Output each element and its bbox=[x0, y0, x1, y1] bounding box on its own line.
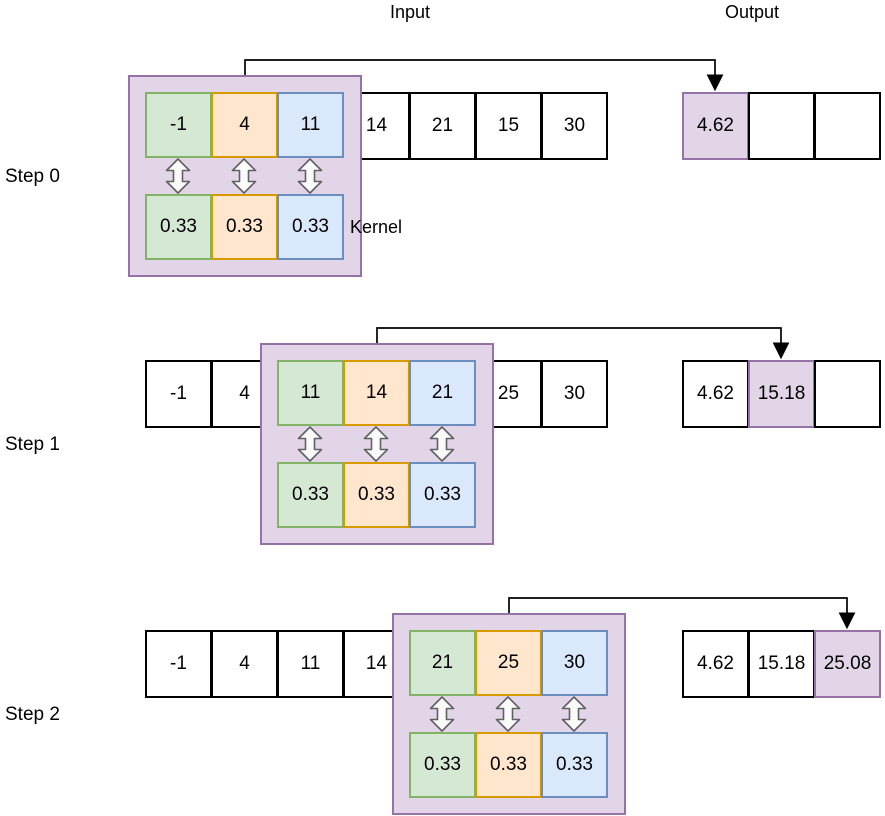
double-arrow-icon bbox=[429, 426, 455, 462]
output-cell: 4.62 bbox=[682, 92, 749, 160]
output-column-label: Output bbox=[724, 2, 780, 22]
kernel-window: 21 25 30 0.33 0.33 0.33 bbox=[392, 613, 626, 815]
kernel-cell: 0.33 bbox=[409, 462, 476, 528]
kernel-window: -1 4 11 0.33 0.33 0.33 bbox=[128, 75, 362, 277]
output-cell: 4.62 bbox=[682, 630, 749, 698]
window-input-cell: 11 bbox=[277, 360, 344, 426]
window-input-cell: 14 bbox=[343, 360, 410, 426]
window-input-cell: 21 bbox=[409, 360, 476, 426]
window-input-cell: 21 bbox=[409, 630, 476, 696]
kernel-cell: 0.33 bbox=[277, 194, 344, 260]
window-input-cell: 25 bbox=[475, 630, 542, 696]
double-arrow-icon bbox=[231, 158, 257, 194]
input-cell: 21 bbox=[409, 92, 476, 160]
input-column-label: Input bbox=[389, 2, 431, 22]
window-input-cell: -1 bbox=[145, 92, 212, 158]
kernel-cell: 0.33 bbox=[145, 194, 212, 260]
double-arrow-icon bbox=[297, 158, 323, 194]
double-arrow-icon bbox=[561, 696, 587, 732]
kernel-cell: 0.33 bbox=[409, 732, 476, 798]
step-0-label: Step 0 bbox=[5, 166, 60, 187]
double-arrow-icon bbox=[429, 696, 455, 732]
input-cell: 30 bbox=[541, 360, 608, 428]
kernel-cell: 0.33 bbox=[277, 462, 344, 528]
kernel-cell: 0.33 bbox=[475, 732, 542, 798]
kernel-cell: 0.33 bbox=[343, 462, 410, 528]
input-cell: -1 bbox=[145, 360, 212, 428]
kernel-label: Kernel bbox=[350, 217, 403, 237]
output-cell: 15.18 bbox=[748, 630, 815, 698]
double-arrow-icon bbox=[495, 696, 521, 732]
input-cell: 15 bbox=[475, 92, 542, 160]
window-input-cell: 4 bbox=[211, 92, 278, 158]
output-cell bbox=[814, 92, 881, 160]
double-arrow-icon bbox=[165, 158, 191, 194]
input-cell: 30 bbox=[541, 92, 608, 160]
input-cell: 4 bbox=[211, 630, 278, 698]
window-input-cell: 30 bbox=[541, 630, 608, 696]
output-cell bbox=[748, 92, 815, 160]
step-1-label: Step 1 bbox=[5, 434, 60, 455]
step-2-label: Step 2 bbox=[5, 704, 60, 725]
output-cell bbox=[814, 360, 881, 428]
output-cell: 25.08 bbox=[814, 630, 881, 698]
output-cell: 15.18 bbox=[748, 360, 815, 428]
window-input-cell: 11 bbox=[277, 92, 344, 158]
input-cell: -1 bbox=[145, 630, 212, 698]
kernel-cell: 0.33 bbox=[211, 194, 278, 260]
kernel-cell: 0.33 bbox=[541, 732, 608, 798]
input-cell: 11 bbox=[277, 630, 344, 698]
kernel-window: 11 14 21 0.33 0.33 0.33 bbox=[260, 343, 494, 545]
output-cell: 4.62 bbox=[682, 360, 749, 428]
double-arrow-icon bbox=[297, 426, 323, 462]
double-arrow-icon bbox=[363, 426, 389, 462]
